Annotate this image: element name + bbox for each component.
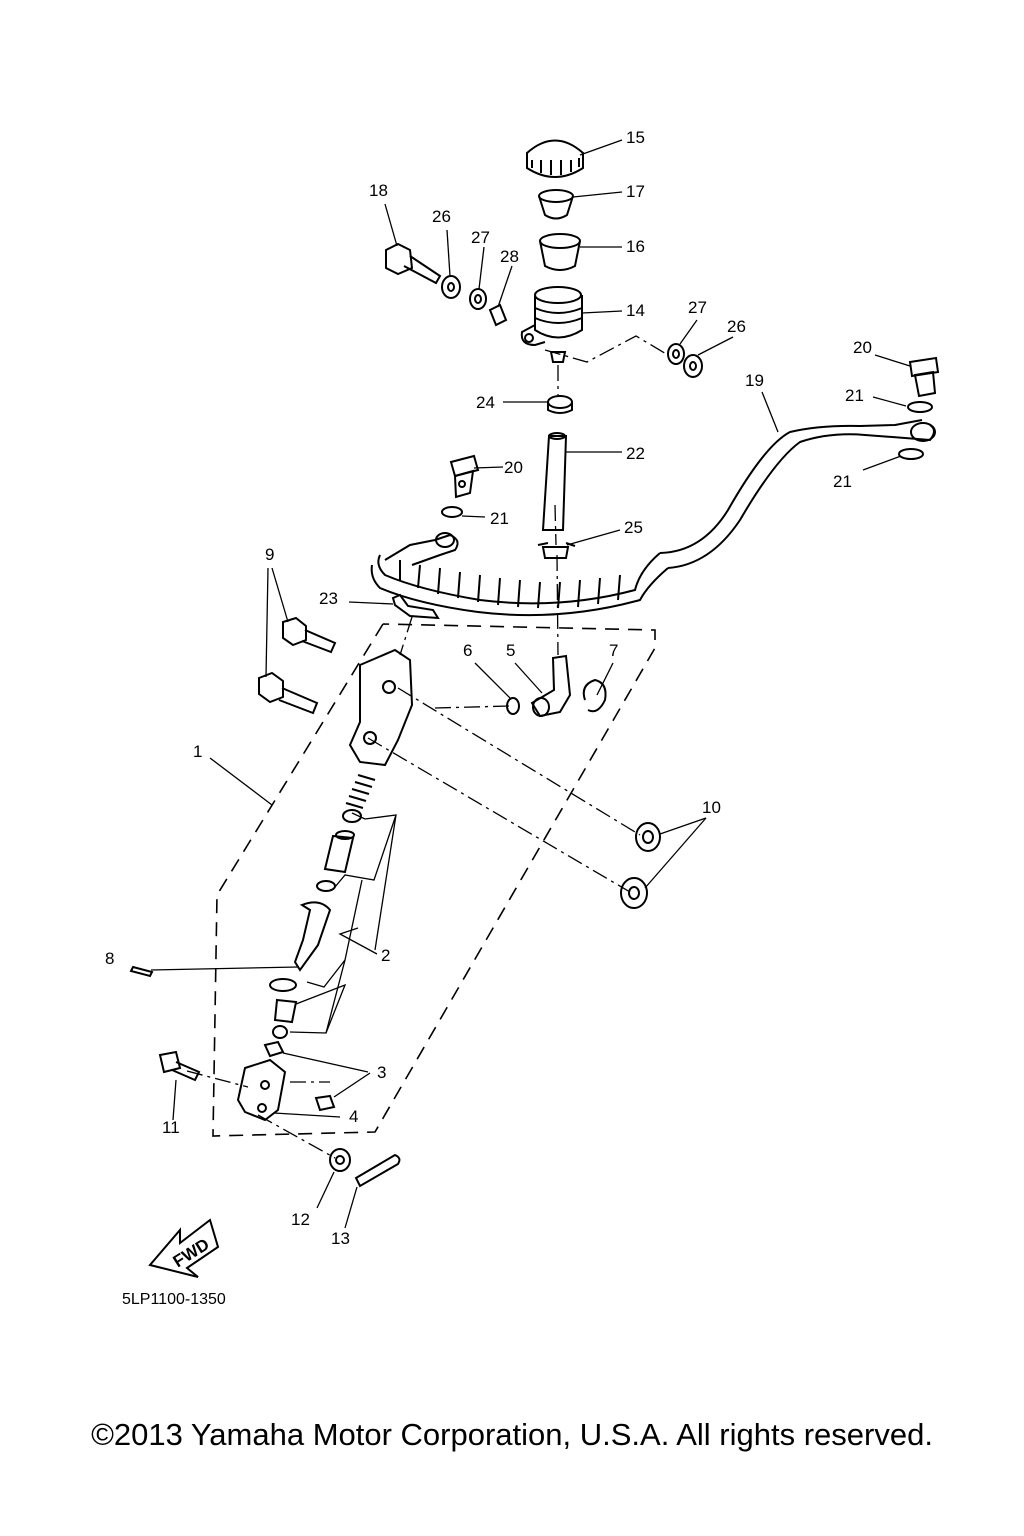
- label-6: 6: [463, 641, 472, 660]
- reference-line-bolt-upper: [397, 687, 641, 836]
- label-17: 17: [626, 182, 645, 201]
- flange-nut-upper: [635, 822, 661, 852]
- label-5: 5: [506, 641, 515, 660]
- lock-nut-lower: [314, 1094, 336, 1112]
- circlip: [582, 678, 607, 713]
- piston-kit: [269, 774, 376, 1039]
- label-13: 13: [331, 1229, 350, 1248]
- reference-line-bolt-lower: [367, 737, 631, 893]
- label-24: 24: [476, 393, 495, 412]
- washer-26-left: [441, 275, 461, 299]
- fwd-arrow-icon: FWD: [148, 1218, 220, 1278]
- copper-washer-middle: [441, 506, 463, 518]
- hose-guide-bracket: [391, 593, 440, 620]
- part-labels: 15 17 16 14 18 26 27 28 27 26 20 19 21 2…: [105, 128, 872, 1248]
- label-3: 3: [377, 1063, 386, 1082]
- washer-27-right: [667, 343, 685, 365]
- label-19: 19: [745, 371, 764, 390]
- washer-27-left: [469, 288, 487, 310]
- label-7: 7: [609, 641, 618, 660]
- reference-line-bracket-top: [399, 616, 413, 656]
- cotter-pin-small: [129, 965, 154, 978]
- label-10: 10: [702, 798, 721, 817]
- label-26-right: 26: [727, 317, 746, 336]
- label-23: 23: [319, 589, 338, 608]
- label-22: 22: [626, 444, 645, 463]
- copper-washer-upper: [907, 401, 933, 413]
- diaphragm-plate: [538, 189, 574, 220]
- reservoir-tank: [520, 286, 583, 363]
- hose-joint: [530, 654, 572, 718]
- label-2: 2: [381, 946, 390, 965]
- reference-line-hose-banjo: [544, 335, 669, 363]
- label-16: 16: [626, 237, 645, 256]
- label-11: 11: [162, 1118, 180, 1137]
- label-21-lower: 21: [490, 509, 509, 528]
- label-25: 25: [624, 518, 643, 537]
- diaphragm: [539, 233, 581, 271]
- copper-washer-lower: [898, 448, 924, 460]
- label-21-right: 21: [833, 472, 852, 491]
- clevis-pin: [158, 1050, 201, 1082]
- plain-washer: [329, 1148, 351, 1172]
- push-rod-clevis: [236, 1058, 287, 1122]
- collar-28: [488, 303, 508, 327]
- label-18: 18: [369, 181, 388, 200]
- mounting-bolt-upper: [282, 616, 337, 654]
- label-27-left: 27: [471, 228, 490, 247]
- label-9: 9: [265, 545, 274, 564]
- label-26-left: 26: [432, 207, 451, 226]
- reservoir-cap: [526, 139, 584, 178]
- diagram-code: 5LP1100-1350: [122, 1291, 226, 1308]
- o-ring: [506, 697, 520, 715]
- label-21-upper: 21: [845, 386, 864, 405]
- label-20-upper: 20: [853, 338, 872, 357]
- union-bolt-lower: [449, 454, 480, 499]
- label-28: 28: [500, 247, 519, 266]
- label-27-right: 27: [688, 298, 707, 317]
- hose-clip-upper: [547, 395, 573, 414]
- cotter-pin: [354, 1153, 401, 1188]
- lock-nut-upper: [263, 1040, 285, 1058]
- label-4: 4: [349, 1107, 358, 1126]
- reference-line-hose-lower: [554, 504, 557, 546]
- reservoir-bolt: [385, 242, 442, 285]
- washer-26-right: [683, 354, 703, 378]
- reference-line-oring: [434, 705, 511, 709]
- leader-lines: [150, 139, 911, 1229]
- label-1: 1: [193, 742, 202, 761]
- label-8: 8: [105, 949, 114, 968]
- label-15: 15: [626, 128, 645, 147]
- reservoir-hose: [541, 432, 568, 531]
- flange-nut-lower: [620, 877, 648, 909]
- copyright-notice: ©2013 Yamaha Motor Corporation, U.S.A. A…: [91, 1417, 933, 1452]
- union-bolt-upper: [908, 356, 940, 398]
- reference-line-washer: [257, 1114, 336, 1159]
- mounting-bolt-lower: [258, 671, 319, 715]
- master-cylinder-body: [348, 648, 414, 767]
- label-20-lower: 20: [504, 458, 523, 477]
- brake-hose: [370, 419, 936, 617]
- assembly-outline: [212, 623, 656, 1137]
- label-14: 14: [626, 301, 645, 320]
- label-12: 12: [291, 1210, 310, 1229]
